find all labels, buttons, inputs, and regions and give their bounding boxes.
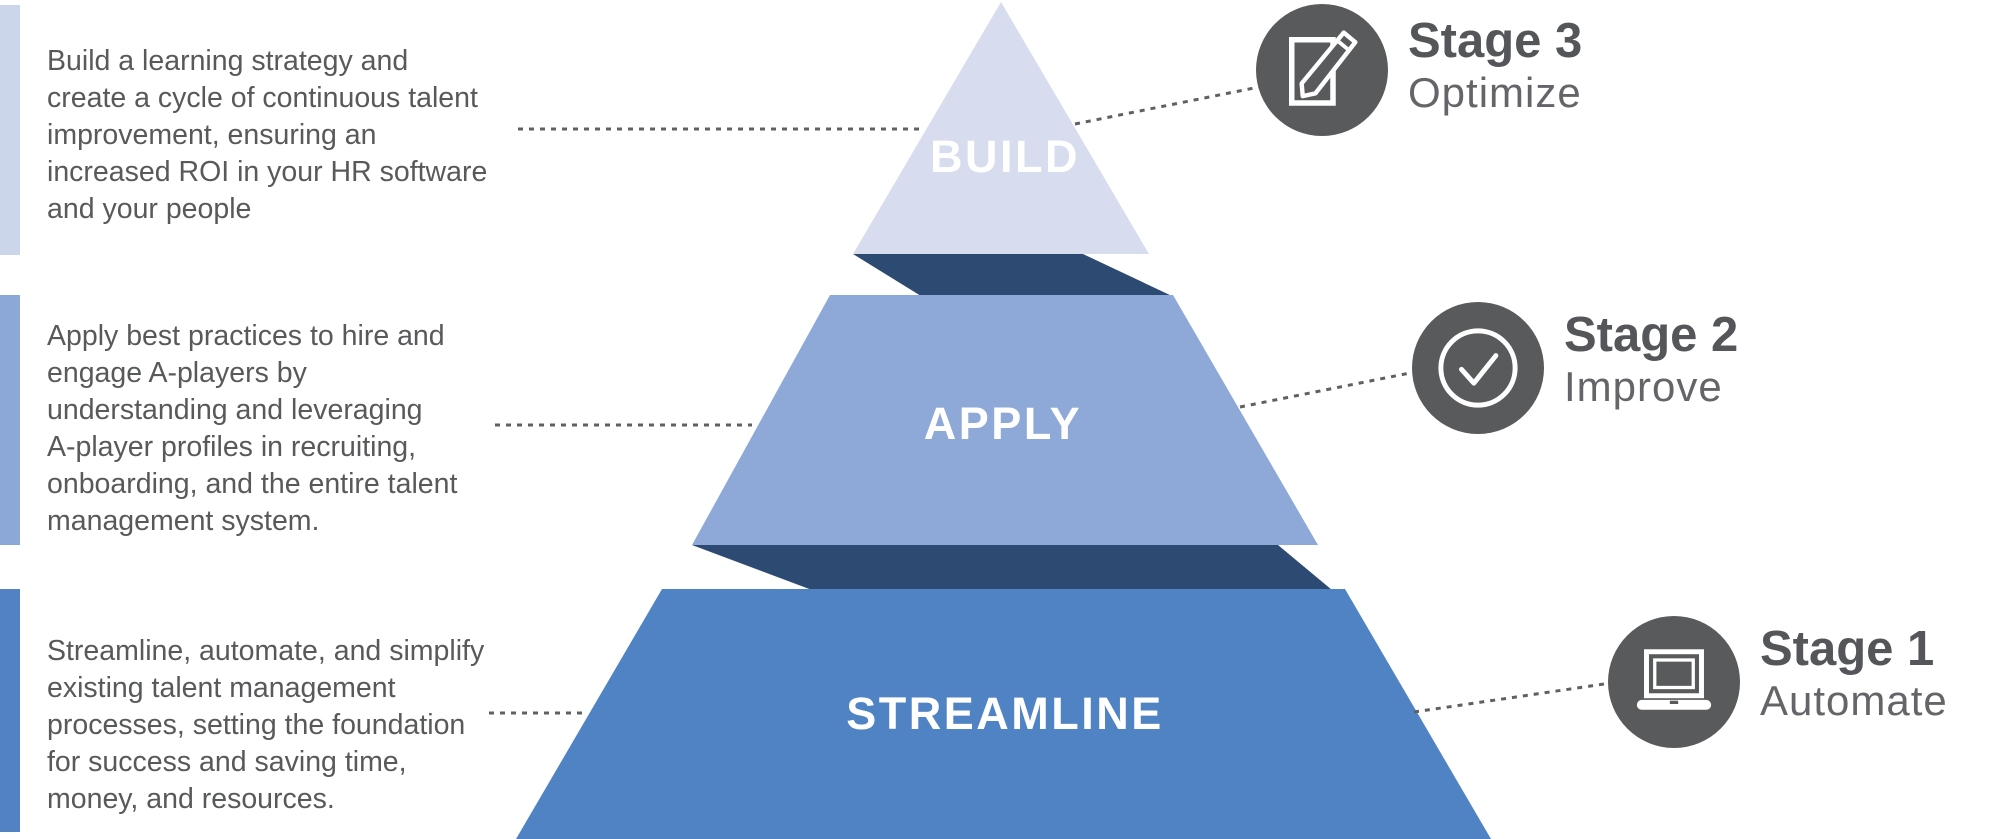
stage1-medallion xyxy=(1608,616,1740,748)
label-apply: APPLY xyxy=(923,398,1083,449)
description-build: Build a learning strategy and create a c… xyxy=(47,45,488,225)
stage3-subtitle: Optimize xyxy=(1408,68,1582,116)
pyramid-level-streamline xyxy=(516,589,1491,839)
connector-apply-stage2 xyxy=(1239,370,1416,409)
stage1-subtitle: Automate xyxy=(1760,676,1948,724)
connector-build-stage3 xyxy=(1074,85,1260,126)
stage1-circle xyxy=(1608,616,1740,748)
stage2-title: Stage 2 xyxy=(1564,308,1739,362)
stage2-medallion xyxy=(1412,302,1544,434)
accent-bar-apply xyxy=(0,295,20,545)
stage2-text: Stage 2 Improve xyxy=(1564,308,1738,410)
description-apply: Apply best practices to hire and engage … xyxy=(47,320,458,537)
stage1-title: Stage 1 xyxy=(1760,622,1935,676)
accent-bar-streamline xyxy=(0,589,20,832)
edit-icon xyxy=(1289,30,1358,106)
pyramid-shadow-band-top xyxy=(853,254,1172,296)
check-circle-icon xyxy=(1438,328,1518,408)
laptop-icon xyxy=(1636,649,1712,710)
stage1-text: Stage 1 Automate xyxy=(1760,622,1948,724)
pyramid-level-build xyxy=(853,2,1149,254)
description-streamline: Streamline, automate, and simplify exist… xyxy=(47,635,485,815)
connector-streamline-stage1 xyxy=(1413,681,1612,714)
stage3-text: Stage 3 Optimize xyxy=(1408,14,1582,116)
stage3-title: Stage 3 xyxy=(1408,14,1583,68)
accent-bar-build xyxy=(0,5,20,255)
pyramid-shadow-band-bottom xyxy=(692,545,1332,590)
stage2-circle xyxy=(1412,302,1544,434)
pyramid-level-apply xyxy=(692,295,1318,545)
stage3-medallion xyxy=(1256,4,1388,136)
stage2-subtitle: Improve xyxy=(1564,362,1723,410)
label-build: BUILD xyxy=(930,131,1080,182)
label-streamline: STREAMLINE xyxy=(846,688,1164,739)
